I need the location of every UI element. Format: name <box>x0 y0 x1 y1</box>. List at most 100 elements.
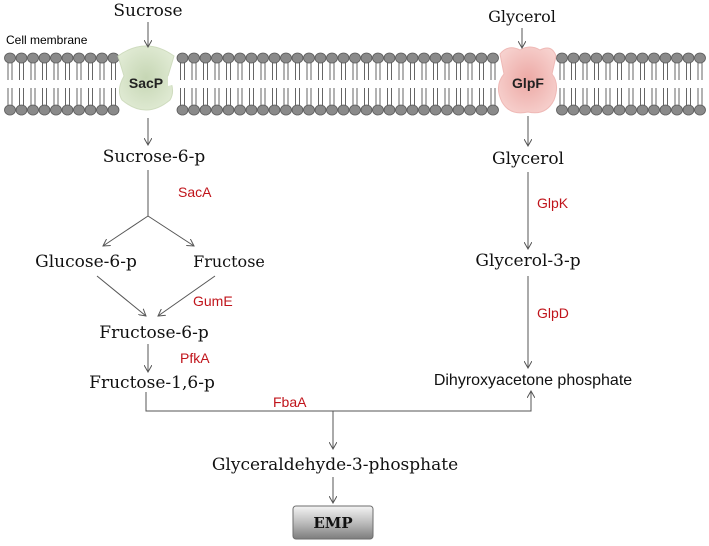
lipid-head <box>245 104 258 116</box>
lipid-head <box>567 52 580 64</box>
arrow-fructose-to-fructose6p <box>158 275 216 316</box>
lipid-head <box>395 52 407 64</box>
lipid-head <box>682 104 695 116</box>
lipid-head <box>188 52 200 64</box>
lipid-head <box>636 52 649 64</box>
lipid-head <box>556 104 568 116</box>
lipid-head <box>61 104 74 116</box>
lipid-head <box>625 52 637 64</box>
lipid-head <box>326 52 338 64</box>
lipid-head <box>303 52 315 64</box>
lipid-head <box>188 104 200 116</box>
sucrose-outside-label: Sucrose <box>113 1 182 21</box>
lipid-head <box>61 52 74 64</box>
lipid-head <box>234 104 246 116</box>
lipid-head <box>234 52 246 64</box>
lipid-head <box>556 52 568 64</box>
cell-membrane-label: Cell membrane <box>6 33 88 47</box>
lipid-head <box>199 104 212 116</box>
lipid-head <box>27 104 39 116</box>
lipid-head <box>452 52 465 64</box>
fructose-6p-label: Fructose-6-p <box>99 323 209 343</box>
lipid-head <box>475 104 488 116</box>
lipid-head <box>73 52 85 64</box>
arrow-glucose6p-to-fructose6p <box>96 275 146 316</box>
emp-box: EMP <box>292 505 374 540</box>
sacp-label: SacP <box>129 75 163 91</box>
lipid-head <box>280 52 292 64</box>
sacp-transporter <box>117 45 184 111</box>
lipid-head <box>84 52 97 64</box>
fructose-16p-label: Fructose-1,6-p <box>89 373 215 393</box>
cell-membrane <box>4 52 706 116</box>
lipid-head <box>211 104 223 116</box>
lipid-head <box>383 104 396 116</box>
lipid-head <box>360 52 373 64</box>
lipid-head <box>199 52 212 64</box>
lipid-head <box>337 52 350 64</box>
lipid-head <box>636 104 649 116</box>
lipid-head <box>659 52 672 64</box>
lipid-head <box>222 104 235 116</box>
lipid-head <box>602 104 614 116</box>
lipid-head <box>176 104 189 116</box>
lipid-head <box>659 104 672 116</box>
lipid-head <box>176 52 189 64</box>
lipid-head <box>291 52 304 64</box>
lipid-head <box>429 104 442 116</box>
lipid-head <box>694 52 706 64</box>
lipid-head <box>211 52 223 64</box>
lipid-head <box>280 104 292 116</box>
fructose-label: Fructose <box>193 252 265 271</box>
lipid-head <box>372 104 384 116</box>
lipid-head <box>337 104 350 116</box>
lipid-head <box>395 104 407 116</box>
lipid-head <box>349 52 361 64</box>
lipid-head <box>314 104 327 116</box>
lipid-head <box>625 104 637 116</box>
lipid-head <box>429 52 442 64</box>
arrow-to-glucose6p <box>103 215 149 246</box>
lipid-head <box>73 104 85 116</box>
lipid-head <box>648 104 660 116</box>
lipid-head <box>268 104 281 116</box>
lipid-head <box>464 104 476 116</box>
glpd-enzyme-label: GlpD <box>537 305 569 321</box>
lipid-head <box>602 52 614 64</box>
lipid-head <box>245 52 258 64</box>
lipid-head <box>475 52 488 64</box>
saca-enzyme-label: SacA <box>178 184 212 200</box>
glycerol-outside-label: Glycerol <box>488 7 556 26</box>
lipid-head <box>4 104 16 116</box>
lipid-head <box>567 104 580 116</box>
lipid-head <box>590 104 603 116</box>
g3p-label: Glyceraldehyde-3-phosphate <box>212 455 458 475</box>
lipid-head <box>96 104 108 116</box>
lipid-head <box>452 104 465 116</box>
pfka-enzyme-label: PfkA <box>180 350 210 366</box>
lipid-head <box>303 104 315 116</box>
emp-label: EMP <box>313 514 352 532</box>
lipid-head <box>257 52 269 64</box>
lipid-head <box>406 52 419 64</box>
lipid-head <box>107 52 120 64</box>
lipid-head <box>96 52 108 64</box>
lipid-head <box>613 52 626 64</box>
lipid-head <box>441 104 453 116</box>
lipid-head <box>579 104 591 116</box>
lipid-head <box>406 104 419 116</box>
lipid-head <box>349 104 361 116</box>
lipid-head <box>222 52 235 64</box>
lipid-head <box>326 104 338 116</box>
fbaa-enzyme-label: FbaA <box>273 394 307 410</box>
sucrose-6p-label: Sucrose-6-p <box>103 147 206 167</box>
lipid-head <box>314 52 327 64</box>
glucose-6p-label: Glucose-6-p <box>35 252 137 272</box>
lipid-head <box>27 52 39 64</box>
glpf-label: GlpF <box>512 75 544 91</box>
arrow-to-fructose <box>147 215 194 246</box>
lipid-head <box>383 52 396 64</box>
lipid-head <box>694 104 706 116</box>
lipid-head <box>360 104 373 116</box>
glpk-enzyme-label: GlpK <box>537 195 569 211</box>
